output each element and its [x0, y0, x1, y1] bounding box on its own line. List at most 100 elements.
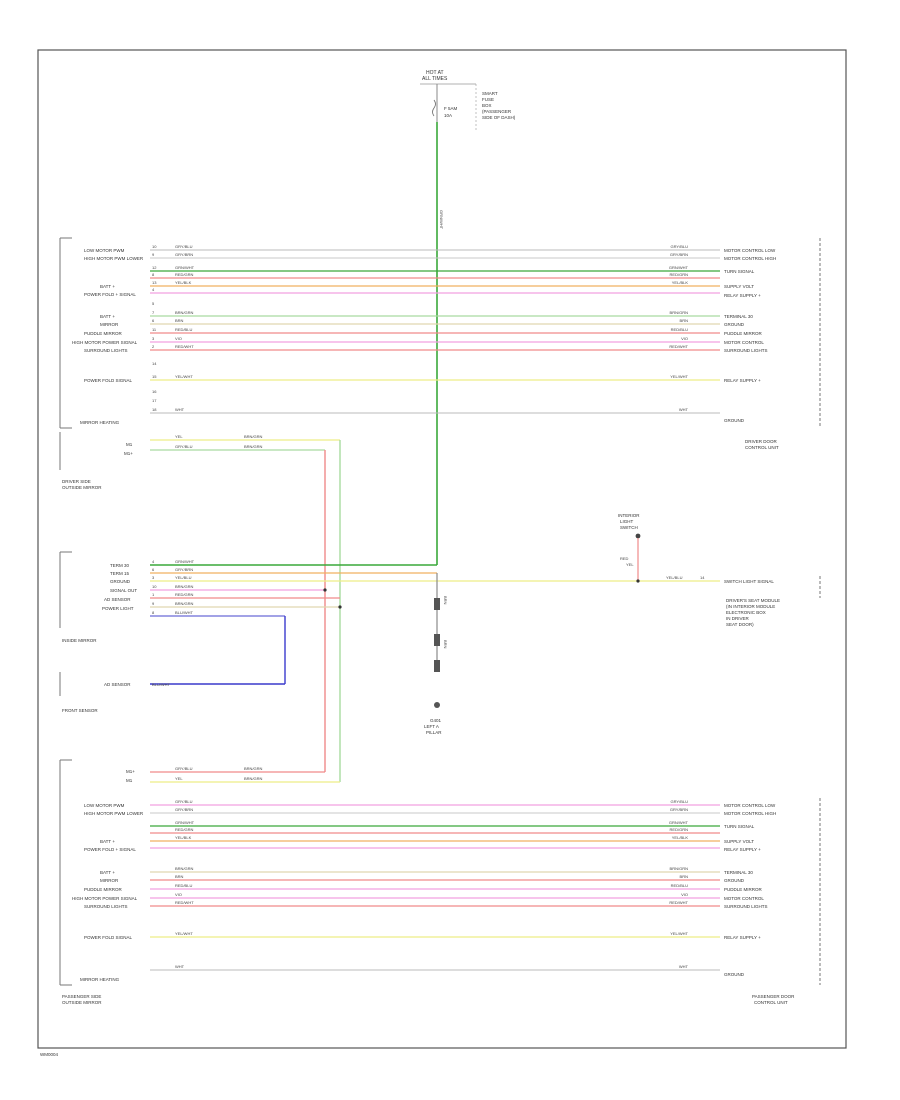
- svg-text:GRN/WHT: GRN/WHT: [669, 820, 689, 825]
- svg-text:BRN/GRN: BRN/GRN: [670, 310, 689, 315]
- upper-block: LOW MOTOR PWM HIGH MOTOR PWM LOWER BATT …: [59, 237, 821, 490]
- svg-text:RED/WHT: RED/WHT: [175, 900, 194, 905]
- dm-label-5: MIRROR: [100, 322, 119, 327]
- svg-text:YEL/BLK: YEL/BLK: [175, 835, 192, 840]
- svg-text:RED/BLU: RED/BLU: [671, 883, 688, 888]
- svg-text:8: 8: [152, 610, 155, 615]
- dcu-label-4: RELAY SUPPLY +: [724, 293, 761, 298]
- dcu-label-8: MOTOR CONTROL: [724, 340, 764, 345]
- svg-text:VIO: VIO: [681, 892, 688, 897]
- pdcu-name-2: CONTROL UNIT: [754, 1000, 788, 1005]
- svg-text:10: 10: [152, 244, 157, 249]
- svg-text:SWITCH: SWITCH: [620, 525, 638, 530]
- fuse-desc-3: BOX: [482, 103, 492, 108]
- svg-text:M1: M1: [126, 778, 133, 783]
- svg-text:BRN/GRN: BRN/GRN: [175, 584, 194, 589]
- svg-text:1: 1: [152, 592, 155, 597]
- svg-text:HIGH MOTOR PWM LOWER: HIGH MOTOR PWM LOWER: [84, 811, 144, 816]
- svg-text:HIGH MOTOR POWER SIGNAL: HIGH MOTOR POWER SIGNAL: [72, 896, 138, 901]
- svg-text:BRN/GRN: BRN/GRN: [244, 444, 263, 449]
- svg-text:BRN/GRN: BRN/GRN: [175, 601, 194, 606]
- dcu-label-5: TERMINAL 30: [724, 314, 753, 319]
- svg-text:RED: RED: [620, 556, 629, 561]
- svg-text:BRN/GRN: BRN/GRN: [670, 866, 689, 871]
- svg-text:14: 14: [700, 575, 705, 580]
- svg-text:WHT: WHT: [175, 964, 185, 969]
- svg-text:GRY/BRN: GRY/BRN: [175, 252, 193, 257]
- pm-name-1: PASSENGER SIDE: [62, 994, 101, 999]
- svg-text:3: 3: [152, 336, 155, 341]
- dm-name-1: DRIVER SIDE: [62, 479, 91, 484]
- svg-text:(IN INTERIOR MODULE: (IN INTERIOR MODULE: [726, 604, 775, 609]
- top-fuse-line2: ALL TIMES: [422, 76, 448, 82]
- svg-text:10: 10: [152, 584, 157, 589]
- diagram-frame: [37, 49, 847, 1049]
- svg-text:YEL/BLK: YEL/BLK: [175, 280, 192, 285]
- svg-text:4: 4: [152, 287, 155, 292]
- svg-text:YEL/WHT: YEL/WHT: [175, 374, 193, 379]
- fuse-desc-5: SIDE OF DASH): [482, 115, 516, 120]
- svg-text:RED/GRN: RED/GRN: [670, 272, 689, 277]
- svg-text:AD SENSOR: AD SENSOR: [104, 682, 131, 687]
- svg-text:GRY/BLU: GRY/BLU: [175, 799, 193, 804]
- svg-text:BRN/GRN: BRN/GRN: [244, 776, 263, 781]
- dm-label-1: HIGH MOTOR PWM LOWER: [84, 256, 144, 261]
- svg-text:RED/GRN: RED/GRN: [670, 827, 689, 832]
- svg-text:BLU/WHT: BLU/WHT: [175, 610, 194, 615]
- dm-label-2: BATT +: [100, 284, 115, 289]
- svg-text:GRN/WHT: GRN/WHT: [175, 559, 195, 564]
- svg-text:6: 6: [152, 318, 155, 323]
- svg-text:SEAT DOOR): SEAT DOOR): [726, 622, 754, 627]
- dcu-label-6: GROUND: [724, 322, 745, 327]
- svg-text:POWER FOLD + SIGNAL: POWER FOLD + SIGNAL: [84, 847, 136, 852]
- inside-mirror-outline: [59, 551, 72, 628]
- fuse-desc-4: (PASSENGER: [482, 109, 512, 114]
- svg-text:MOTOR CONTROL: MOTOR CONTROL: [724, 896, 764, 901]
- svg-text:YEL/BLU: YEL/BLU: [666, 575, 683, 580]
- svg-text:GRY/BLU: GRY/BLU: [175, 766, 193, 771]
- dm-label-7: HIGH MOTOR POWER SIGNAL: [72, 340, 138, 345]
- svg-text:LOW MOTOR PWM: LOW MOTOR PWM: [84, 803, 125, 808]
- svg-text:BRN: BRN: [443, 596, 448, 605]
- svg-text:5: 5: [152, 301, 155, 306]
- fuse-amps: 10A: [444, 113, 452, 118]
- svg-text:MIRROR HEATING: MIRROR HEATING: [80, 977, 120, 982]
- svg-text:7: 7: [152, 310, 155, 315]
- dm-label-10: MIRROR HEATING: [80, 420, 120, 425]
- svg-text:BRN: BRN: [175, 318, 184, 323]
- svg-text:BRN: BRN: [680, 874, 689, 879]
- dm-name-2: OUTSIDE MIRROR: [62, 485, 102, 490]
- svg-text:LEFT A: LEFT A: [424, 724, 439, 729]
- dcu-label-3: SUPPLY VOLT: [724, 284, 754, 289]
- svg-text:INTERIOR: INTERIOR: [618, 513, 640, 518]
- svg-text:GRY/BRN: GRY/BRN: [175, 807, 193, 812]
- top-fuse-line1: HOT AT: [426, 70, 444, 76]
- top-fuse: HOT AT ALL TIMES SMART FUSE BOX (PASSENG…: [420, 70, 516, 565]
- svg-text:LIGHT: LIGHT: [620, 519, 634, 524]
- svg-text:PILLAR: PILLAR: [426, 730, 442, 735]
- svg-text:M1+: M1+: [126, 769, 135, 774]
- svg-text:2: 2: [152, 344, 155, 349]
- dcu-label-2: TURN SIGNAL: [724, 269, 755, 274]
- pm-name-2: OUTSIDE MIRROR: [62, 1000, 102, 1005]
- dcu-label-10: RELAY SUPPLY +: [724, 378, 761, 383]
- svg-text:YEL/WHT: YEL/WHT: [670, 931, 688, 936]
- svg-text:GRY/BLU: GRY/BLU: [175, 244, 193, 249]
- svg-text:18: 18: [152, 407, 157, 412]
- svg-text:GRY/BRN: GRY/BRN: [670, 807, 688, 812]
- svg-text:VIO: VIO: [175, 336, 182, 341]
- svg-text:PUDDLE MIRROR: PUDDLE MIRROR: [724, 887, 763, 892]
- svg-text:RED/WHT: RED/WHT: [669, 900, 688, 905]
- svg-text:RED/GRN: RED/GRN: [175, 592, 194, 597]
- svg-text:BATT +: BATT +: [100, 870, 115, 875]
- svg-text:RED/BLU: RED/BLU: [175, 327, 192, 332]
- svg-text:9: 9: [152, 252, 155, 257]
- inside-mirror-name: INSIDE MIRROR: [62, 638, 97, 643]
- svg-text:RED/GRN: RED/GRN: [175, 827, 194, 832]
- svg-text:GROUND: GROUND: [110, 579, 131, 584]
- svg-text:AD SENSOR: AD SENSOR: [104, 597, 131, 602]
- dm-label-4: BATT +: [100, 314, 115, 319]
- svg-text:YEL/BLU: YEL/BLU: [175, 575, 192, 580]
- svg-text:GRY/BLU: GRY/BLU: [175, 444, 193, 449]
